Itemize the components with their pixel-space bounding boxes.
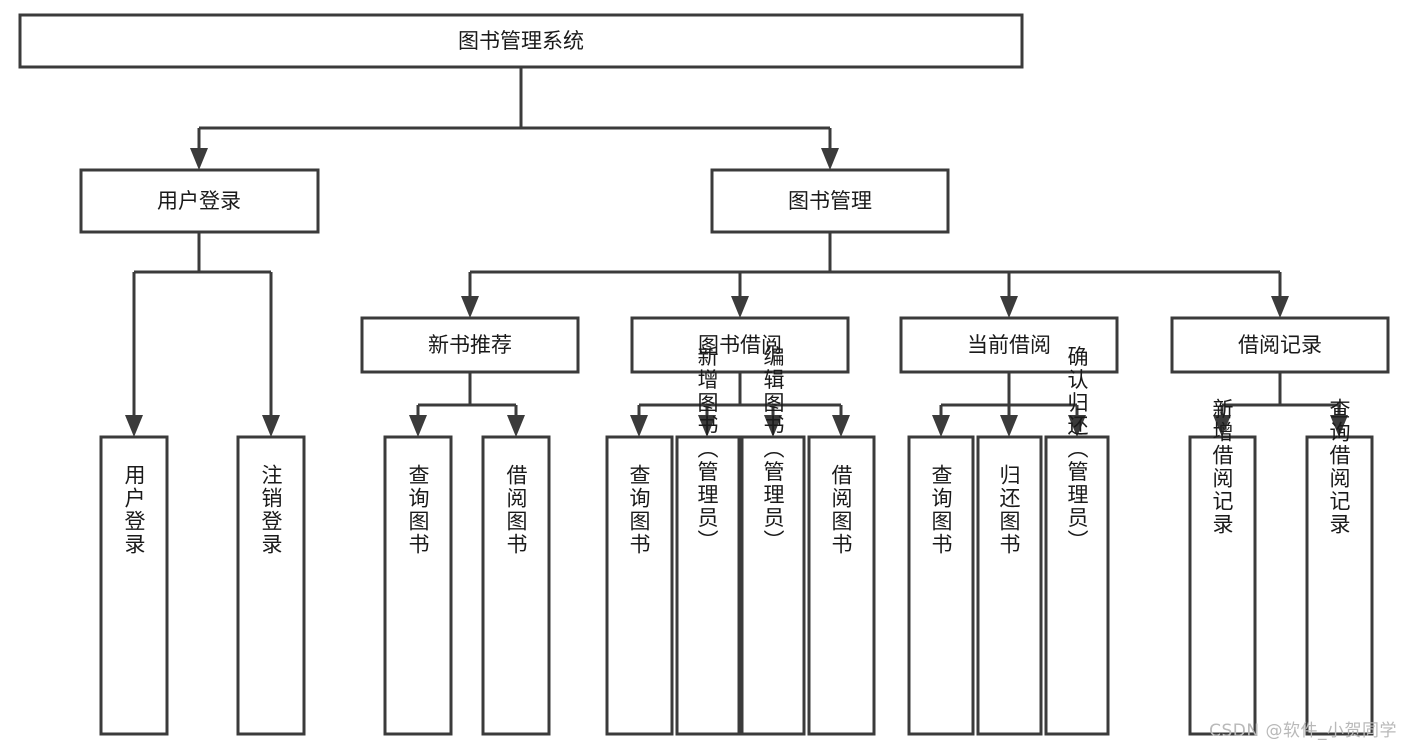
arrow-head-leaf-add-record [1213, 415, 1231, 437]
node-leaf-confirm-return[interactable]: 确认归还（管理员） [1044, 346, 1110, 736]
node-root[interactable]: 图书管理系统 [18, 13, 1024, 69]
node-leaf-user-login-box[interactable] [99, 435, 169, 736]
node-leaf-logout-login[interactable]: 注销登录 [236, 435, 306, 736]
node-leaf-confirm-return-label: 确认归还（管理员） [1065, 346, 1089, 553]
node-leaf-return-book-label: 归还图书 [997, 464, 1021, 556]
node-leaf-logout-login-box[interactable] [236, 435, 306, 736]
arrow-head-leaf-query-book-3 [932, 415, 950, 437]
node-book-borrow-label: 图书借阅 [698, 333, 782, 357]
node-leaf-user-login[interactable]: 用户登录 [99, 435, 169, 736]
node-leaf-query-book-2[interactable]: 查询图书 [605, 435, 674, 736]
arrow-head-current-borrow [1000, 296, 1018, 318]
arrow-head-leaf-user-login [125, 415, 143, 437]
node-borrow-record-label: 借阅记录 [1238, 333, 1322, 357]
node-book-borrow-box[interactable] [630, 316, 850, 374]
arrow-head-leaf-query-book-2 [630, 415, 648, 437]
node-leaf-borrow-book-2-box[interactable] [807, 435, 876, 736]
node-leaf-add-book-box[interactable] [675, 435, 741, 736]
node-book-manage[interactable]: 图书管理 [710, 168, 950, 234]
node-leaf-query-book-2-label: 查询图书 [627, 464, 651, 556]
node-borrow-record-box[interactable] [1170, 316, 1390, 374]
arrow-head-user-login [190, 148, 208, 170]
node-user-login-label: 用户登录 [157, 189, 241, 213]
node-root-box[interactable] [18, 13, 1024, 69]
node-leaf-return-book-box[interactable] [976, 435, 1043, 736]
arrow-head-leaf-borrow-book-1 [507, 415, 525, 437]
node-user-login[interactable]: 用户登录 [79, 168, 320, 234]
node-leaf-query-book-1[interactable]: 查询图书 [383, 435, 453, 736]
node-leaf-return-book[interactable]: 归还图书 [976, 435, 1043, 736]
node-leaf-add-record-box[interactable] [1188, 435, 1257, 736]
node-leaf-add-book[interactable]: 新增图书（管理员） [675, 346, 741, 736]
arrow-head-leaf-query-record [1330, 415, 1348, 437]
connector-layer [125, 67, 1348, 437]
node-leaf-query-book-1-label: 查询图书 [406, 464, 430, 556]
node-new-book-rec[interactable]: 新书推荐 [360, 316, 580, 374]
arrow-head-leaf-logout-login [262, 415, 280, 437]
node-leaf-add-book-label: 新增图书（管理员） [695, 346, 719, 553]
node-leaf-borrow-book-1-label: 借阅图书 [504, 464, 528, 556]
node-borrow-record[interactable]: 借阅记录 [1170, 316, 1390, 374]
arrow-head-new-book-rec [461, 296, 479, 318]
node-leaf-query-book-1-box[interactable] [383, 435, 453, 736]
arrow-head-book-manage [821, 148, 839, 170]
arrow-head-leaf-borrow-book-2 [832, 415, 850, 437]
node-leaf-add-record-label: 新增借阅记录 [1210, 398, 1234, 536]
node-leaf-borrow-book-2[interactable]: 借阅图书 [807, 435, 876, 736]
node-user-login-box[interactable] [79, 168, 320, 234]
node-leaf-edit-book-box[interactable] [740, 435, 806, 736]
node-current-borrow[interactable]: 当前借阅 [899, 316, 1119, 374]
node-book-manage-box[interactable] [710, 168, 950, 234]
arrow-head-leaf-add-book [698, 415, 716, 437]
node-leaf-edit-book[interactable]: 编辑图书（管理员） [740, 346, 806, 736]
node-leaf-user-login-label: 用户登录 [122, 464, 146, 556]
node-leaf-borrow-book-1[interactable]: 借阅图书 [481, 435, 551, 736]
node-leaf-query-book-3-box[interactable] [907, 435, 975, 736]
node-book-borrow[interactable]: 图书借阅 [630, 316, 850, 374]
node-current-borrow-box[interactable] [899, 316, 1119, 374]
node-current-borrow-label: 当前借阅 [967, 333, 1051, 357]
node-root-label: 图书管理系统 [458, 29, 584, 53]
node-leaf-edit-book-label: 编辑图书（管理员） [761, 346, 785, 553]
arrow-head-book-borrow [731, 296, 749, 318]
node-leaf-query-record[interactable]: 查询借阅记录 [1305, 398, 1374, 736]
node-new-book-rec-label: 新书推荐 [428, 333, 512, 357]
node-book-manage-label: 图书管理 [788, 189, 872, 213]
node-leaf-query-book-2-box[interactable] [605, 435, 674, 736]
csdn-watermark: CSDN @软件_小贺同学 [1209, 721, 1397, 741]
node-leaf-query-record-label: 查询借阅记录 [1327, 398, 1351, 536]
node-leaf-borrow-book-1-box[interactable] [481, 435, 551, 736]
node-leaf-query-book-3-label: 查询图书 [929, 464, 953, 556]
arrow-head-leaf-return-book [1000, 415, 1018, 437]
arrow-head-leaf-query-book-1 [409, 415, 427, 437]
node-leaf-confirm-return-box[interactable] [1044, 435, 1110, 736]
node-new-book-rec-box[interactable] [360, 316, 580, 374]
node-leaf-borrow-book-2-label: 借阅图书 [829, 464, 853, 556]
node-leaf-add-record[interactable]: 新增借阅记录 [1188, 398, 1257, 736]
arrow-head-leaf-confirm-return [1068, 415, 1086, 437]
arrow-head-borrow-record [1271, 296, 1289, 318]
node-leaf-query-record-box[interactable] [1305, 435, 1374, 736]
arrow-head-leaf-edit-book [764, 415, 782, 437]
node-leaf-logout-login-label: 注销登录 [259, 464, 283, 556]
node-leaf-query-book-3[interactable]: 查询图书 [907, 435, 975, 736]
